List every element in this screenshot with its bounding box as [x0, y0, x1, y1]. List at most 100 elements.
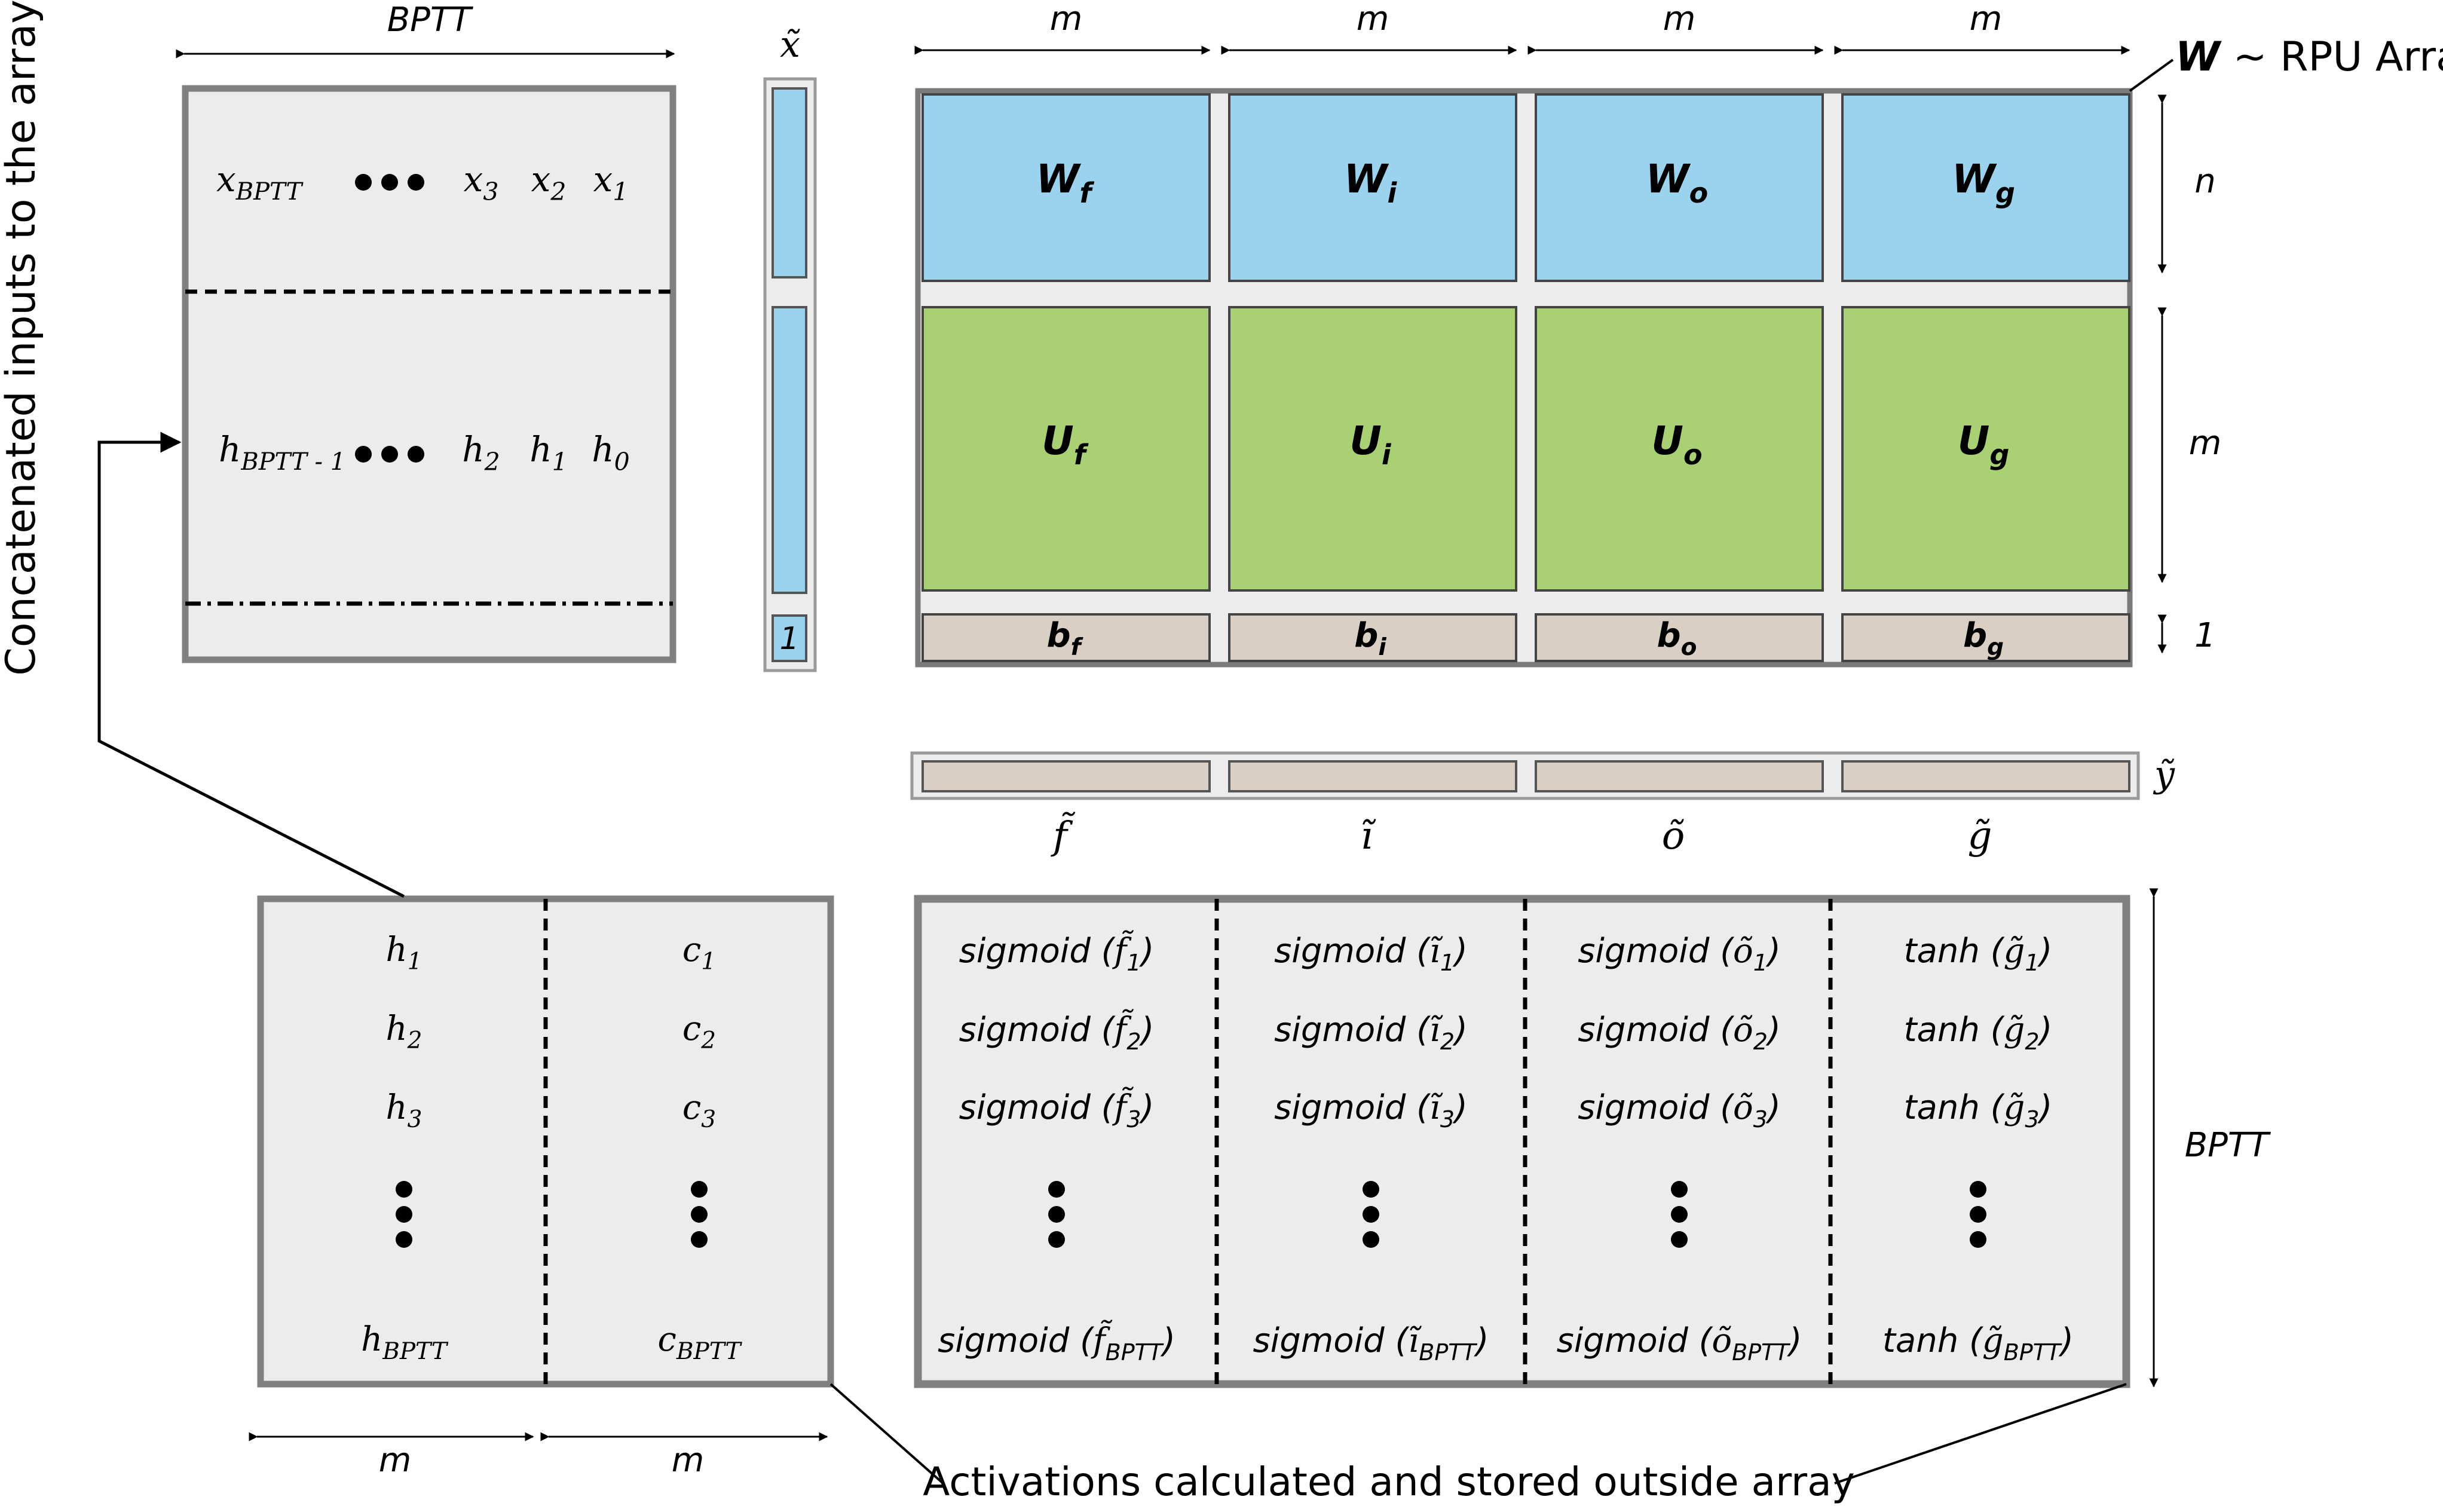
hc-dim-1: m: [379, 1441, 412, 1480]
block-u-i: [1228, 306, 1517, 592]
inputs-box: [182, 85, 676, 663]
x-vector: x̃ 1: [763, 24, 817, 672]
block-w-o: [1535, 93, 1824, 282]
block-b-o: [1535, 613, 1824, 662]
array-row-dims: nm1: [2157, 94, 2221, 655]
x-row-items: x3 x2 x1: [464, 159, 629, 206]
x-vector-x-part: [772, 87, 807, 278]
inputs-top-dim: BPTT: [387, 1, 473, 39]
hc-ellipsis-dot-0-0: [396, 1181, 412, 1198]
y-vector: f̃ ĩ õ g̃ ỹ: [910, 751, 2175, 858]
block-label-b-g: bg: [1963, 616, 2004, 661]
activation-sigmoid-2-3: sigmoid (ĩ3): [1274, 1088, 1468, 1133]
activation-sigmoid-1-3: sigmoid (f̃3): [959, 1086, 1155, 1133]
hc-c-1: c1: [682, 931, 716, 975]
activation-sigmoid-3-1: sigmoid (õ1): [1578, 932, 1781, 976]
hc-h-BPTT: hBPTT: [361, 1320, 449, 1365]
array-col-dim-3: m: [1663, 0, 1696, 38]
h-row-ellipsis: [355, 446, 424, 463]
activation-sigmoid-2-2: sigmoid (ĩ2): [1274, 1011, 1468, 1055]
y-segment-1: [922, 760, 1211, 792]
hc-ellipsis-dot-1-0: [691, 1181, 708, 1198]
activation-sigmoid-1-2: sigmoid (f̃2): [959, 1009, 1155, 1055]
block-label-u-o: Uo: [1651, 418, 1702, 471]
feedback-connector: [97, 431, 405, 898]
y-segment-label-2: ĩ: [1361, 814, 1376, 858]
block-b-g: [1841, 613, 2130, 662]
block-w-f: [922, 93, 1211, 282]
y-vector-label: ỹ: [2153, 754, 2175, 795]
activation-ellipsis-dot-1-1: [1048, 1206, 1065, 1223]
activation-ellipsis-dot-1-0: [1048, 1181, 1065, 1198]
activation-items: sigmoid (f̃1) sigmoid (f̃2) sigmoid (f̃3) s…: [938, 930, 2074, 1366]
y-segment-label-3: õ: [1662, 814, 1685, 858]
activation-sigmoid-1-1: sigmoid (f̃1): [959, 930, 1155, 976]
block-w-g: [1841, 93, 2130, 282]
caption-connector-right: [1834, 1383, 2127, 1485]
activation-sigmoid-2-1: sigmoid (ĩ1): [1274, 932, 1468, 976]
activation-tanh-4-1: tanh (g̃1): [1904, 932, 2053, 976]
activation-ellipsis-dot-3-2: [1671, 1231, 1688, 1248]
caption-connector-left: [829, 1383, 944, 1485]
y-segment-4: [1841, 760, 2130, 792]
activation-ellipsis-dot-4-1: [1970, 1206, 1986, 1223]
x-row-ellipsis: [355, 174, 424, 191]
array-row-dim-1: n: [2194, 162, 2216, 201]
x-vector-bias-value: 1: [779, 621, 799, 657]
block-label-b-f: bf: [1046, 616, 1083, 661]
hc-h-2: h2: [386, 1009, 423, 1054]
array-col-dim-2: m: [1357, 0, 1389, 38]
block-label-w-g: Wg: [1952, 156, 2015, 209]
y-segment-2: [1228, 760, 1517, 792]
activation-sigmoid-3-3: sigmoid (õ3): [1578, 1088, 1781, 1133]
hc-ellipsis-dot-1-2: [691, 1231, 708, 1248]
h-bptt-label: hBPTT - 1: [219, 429, 345, 476]
block-u-f: [922, 306, 1211, 592]
activation-right-dim: BPTT: [2185, 1126, 2271, 1165]
block-u-o: [1535, 306, 1824, 592]
array-label-leader: [2129, 59, 2174, 92]
activation-ellipsis-dot-2-2: [1363, 1231, 1379, 1248]
hc-c-BPTT: cBPTT: [657, 1320, 742, 1365]
activation-panel: sigmoid (f̃1) sigmoid (f̃2) sigmoid (f̃3) s…: [914, 888, 2271, 1388]
activation-ellipsis-dot-4-0: [1970, 1181, 1986, 1198]
activation-ellipsis-dot-4-2: [1970, 1231, 1986, 1248]
block-b-f: [922, 613, 1211, 662]
hc-ellipsis-dot-1-1: [691, 1206, 708, 1223]
activation-tanh-4-2: tanh (g̃2): [1904, 1011, 2053, 1055]
hc-h-3: h3: [386, 1088, 423, 1133]
bottom-caption: Activations calculated and stored outsid…: [923, 1459, 1854, 1505]
x-item-1: x1: [593, 159, 629, 206]
x-vector-label: x̃: [780, 24, 800, 66]
activation-ellipsis-dot-2-1: [1363, 1206, 1379, 1223]
y-segment-label-1: f̃: [1051, 812, 1076, 858]
array-col-dim-1: m: [1050, 0, 1083, 38]
x-item-2: x2: [531, 159, 567, 206]
block-label-w-o: Wo: [1646, 156, 1708, 209]
x-item-3: x3: [464, 159, 499, 206]
block-label-b-i: bi: [1354, 616, 1386, 661]
x-vector-bias-part: [772, 614, 807, 662]
block-label-u-i: Ui: [1349, 418, 1392, 471]
hc-c-2: c2: [682, 1009, 716, 1054]
hc-c-3: c3: [682, 1088, 716, 1133]
block-w-i: [1228, 93, 1517, 282]
array-row-dim-3: 1: [2194, 616, 2216, 655]
side-label: Concatenated inputs to the array: [0, 0, 45, 676]
activation-tanh-4-BPTT: tanh (g̃BPTT): [1882, 1321, 2074, 1366]
hc-ellipsis-dot-0-2: [396, 1231, 412, 1248]
h-item-1: h1: [529, 429, 567, 476]
activation-ellipsis-dot-1-2: [1048, 1231, 1065, 1248]
activation-tanh-4-3: tanh (g̃3): [1904, 1088, 2053, 1133]
block-u-g: [1841, 306, 2130, 592]
block-b-i: [1228, 613, 1517, 662]
block-label-b-o: bo: [1657, 616, 1697, 661]
y-segment-label-4: g̃: [1968, 814, 1992, 858]
